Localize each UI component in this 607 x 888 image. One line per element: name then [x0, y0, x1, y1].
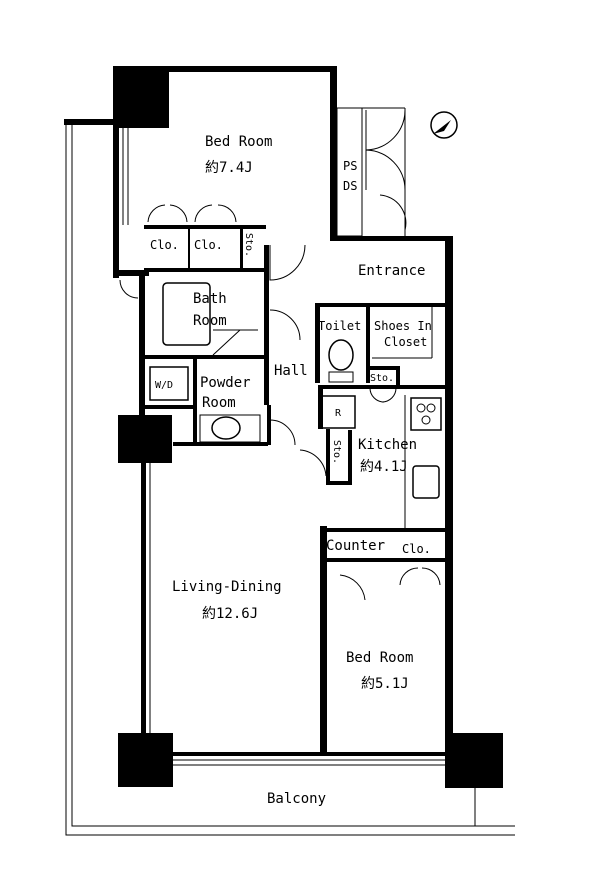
bed-room-2-name: Bed Room — [346, 650, 413, 666]
structural-columns — [113, 66, 503, 788]
kitchen-name: Kitchen — [358, 437, 417, 453]
closet-label-3: Clo. — [402, 542, 431, 556]
toilet-bowl — [328, 339, 354, 371]
shoes-closet-label-2: Closet — [384, 335, 427, 349]
storage-label-2: Sto. — [370, 373, 394, 384]
fixtures — [149, 282, 442, 528]
windows — [122, 128, 445, 766]
powder-label-2: Room — [202, 395, 236, 411]
bed-room-1-size: 約7.4J — [205, 160, 253, 176]
ps-label: PS — [343, 159, 357, 173]
washer-dryer-label: W/D — [155, 380, 173, 391]
hall-label: Hall — [274, 363, 308, 379]
storage-label-3: Sto. — [331, 440, 342, 464]
bathtub — [162, 282, 211, 346]
washbasin — [211, 416, 241, 440]
walls — [64, 66, 453, 756]
bath-label-1: Bath — [193, 291, 227, 307]
balcony-outline — [65, 125, 515, 836]
refrigerator-label: R — [335, 408, 342, 419]
powder-label-1: Powder — [200, 375, 251, 391]
bed-room-1-name: Bed Room — [205, 134, 272, 150]
balcony-label: Balcony — [267, 791, 326, 807]
living-dining-name: Living-Dining — [172, 579, 282, 595]
toilet-label: Toilet — [318, 319, 361, 333]
closet-label-2: Clo. — [194, 238, 223, 252]
stove — [410, 397, 442, 431]
bed-room-2-size: 約5.1J — [361, 676, 409, 692]
doors — [119, 109, 441, 601]
washer-dryer-box — [149, 366, 189, 401]
kitchen-sink — [412, 465, 440, 499]
ds-label: DS — [343, 179, 357, 193]
counter-label: Counter — [326, 538, 385, 554]
north-compass-icon — [430, 111, 458, 139]
entrance-label: Entrance — [358, 263, 425, 279]
kitchen-size: 約4.1J — [360, 459, 408, 475]
closet-label-1: Clo. — [150, 238, 179, 252]
bath-label-2: Room — [193, 313, 227, 329]
storage-label-1: Sto. — [243, 233, 254, 257]
refrigerator-box — [321, 395, 356, 429]
shoes-closet-label-1: Shoes In — [374, 319, 432, 333]
living-dining-size: 約12.6J — [202, 606, 258, 622]
room-labels: Bed Room 約7.4J Clo. Clo. Sto. PS DS Entr… — [150, 134, 432, 807]
